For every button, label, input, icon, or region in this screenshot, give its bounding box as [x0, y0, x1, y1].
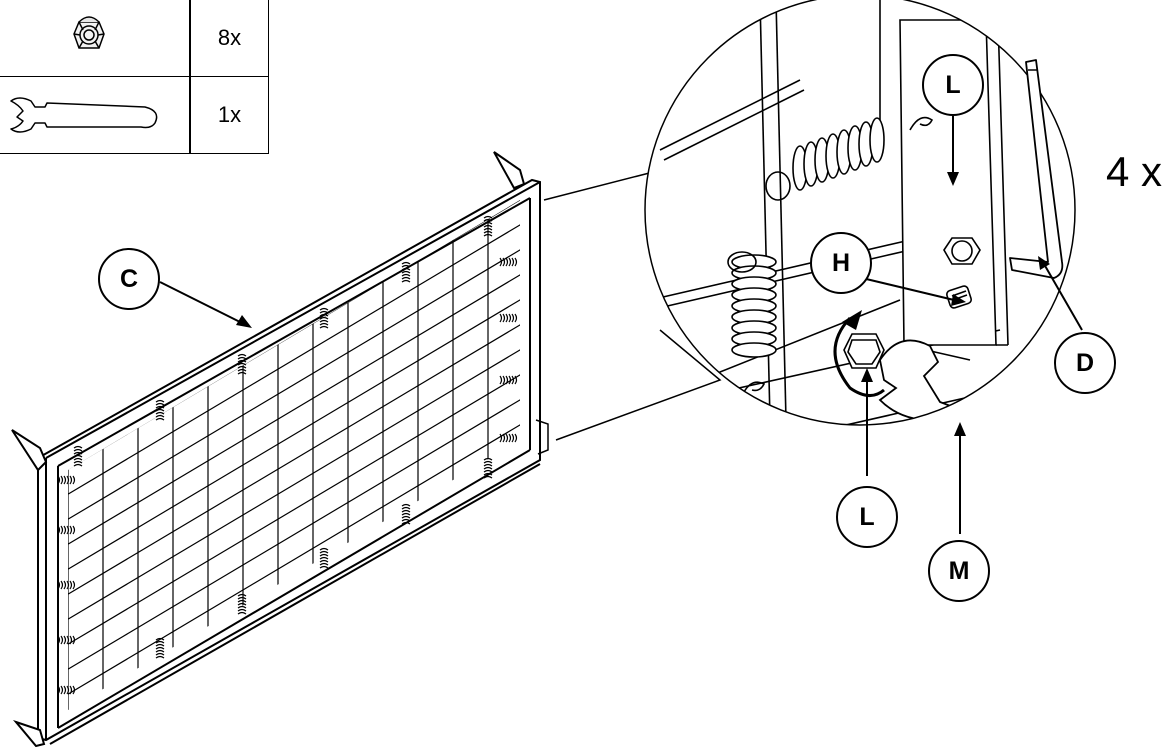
cap-nut-icon: [73, 16, 105, 49]
leader-lines: [159, 116, 1083, 534]
callout-wrench-m: M: [928, 540, 990, 602]
callout-bolt-h: H: [810, 232, 872, 294]
wrench-icon: [10, 97, 158, 133]
top-nut: [943, 237, 981, 265]
cap-nut-quantity: 8x: [217, 25, 242, 50]
parts-table: 8x 1x: [0, 0, 269, 154]
quantity-label: 4 x: [1106, 148, 1163, 195]
callout-hex-key-d: D: [1054, 332, 1116, 394]
bottom-nut: [843, 333, 885, 369]
wrench-quantity: 1x: [217, 102, 242, 127]
zoom-circle-border: [644, 0, 1076, 426]
panel-springs: [57, 215, 518, 695]
parts-row-wrench: 1x: [0, 77, 268, 153]
wire-mesh: [68, 200, 520, 710]
arrow-heads: [236, 172, 1050, 436]
callout-panel-c: C: [98, 248, 160, 310]
parts-row-cap-nut: 8x: [0, 0, 268, 77]
callout-nut-l-top: L: [922, 54, 984, 116]
rotation-arrow: [833, 316, 885, 397]
grid-panel: [11, 151, 549, 747]
callout-nut-l-bottom: L: [836, 486, 898, 548]
hex-key: [1009, 59, 1064, 279]
